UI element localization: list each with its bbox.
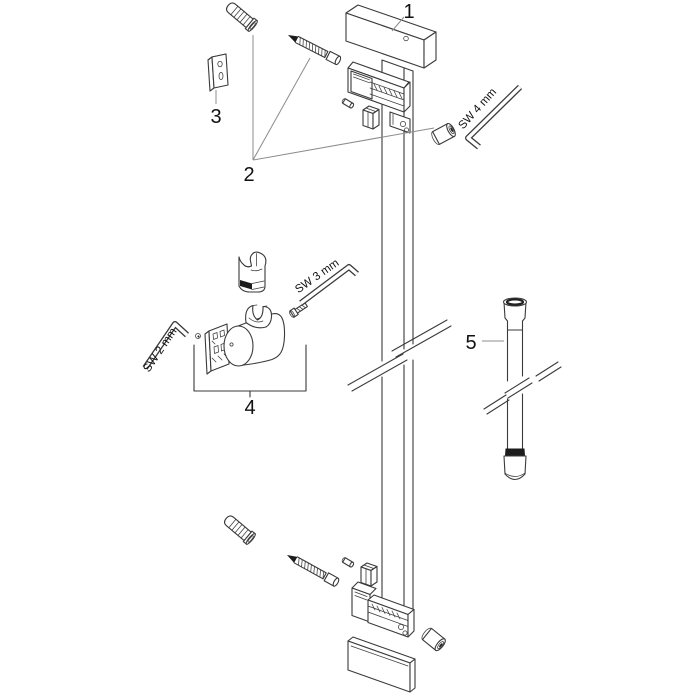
holder-grub-pin bbox=[195, 333, 201, 339]
bottom-bracket bbox=[351, 581, 415, 638]
screw-bottom bbox=[284, 550, 341, 588]
wall-bar bbox=[347, 59, 452, 619]
wall-plug-top bbox=[223, 0, 260, 33]
allen-key-2mm-icon bbox=[142, 321, 190, 370]
holder-clip bbox=[238, 251, 267, 293]
slider-block-bottom bbox=[360, 562, 378, 587]
part-number-labels: 1 2 3 4 5 bbox=[210, 1, 476, 419]
allen-key-3mm-icon bbox=[299, 264, 359, 306]
bar-break-lines bbox=[347, 319, 452, 392]
grub-screw-bottom bbox=[419, 625, 448, 653]
grub-screw-top bbox=[429, 121, 458, 147]
label-part-3: 3 bbox=[210, 106, 221, 128]
top-bracket bbox=[347, 61, 411, 134]
part4-dimension-bracket bbox=[193, 344, 307, 398]
shower-hose bbox=[483, 297, 562, 481]
holder-screw bbox=[289, 302, 309, 318]
leader-lines bbox=[215, 16, 504, 342]
allen-key-4mm-icon bbox=[465, 84, 523, 150]
label-part-2: 2 bbox=[243, 164, 254, 186]
label-part-1: 1 bbox=[403, 1, 414, 23]
cap-hole bbox=[403, 35, 409, 42]
holder-saddle bbox=[245, 304, 273, 329]
tool-label-sw2: SW 2 mm bbox=[141, 326, 179, 375]
hose-break-lines bbox=[483, 361, 562, 415]
bracket-cover-plate-bottom bbox=[351, 587, 371, 623]
top-end-cap bbox=[345, 4, 437, 69]
pin-bottom bbox=[340, 556, 355, 569]
bottom-end-cap bbox=[347, 636, 416, 693]
wall-plug-bottom bbox=[221, 512, 258, 546]
screw-top bbox=[285, 30, 343, 66]
spacer-plate bbox=[207, 53, 229, 92]
bracket-foot bbox=[389, 111, 411, 134]
label-part-4: 4 bbox=[244, 397, 255, 419]
shower-holder-body bbox=[204, 304, 286, 375]
label-part-5: 5 bbox=[465, 332, 476, 354]
slider-block-top bbox=[362, 105, 380, 130]
pin-top bbox=[340, 97, 355, 110]
